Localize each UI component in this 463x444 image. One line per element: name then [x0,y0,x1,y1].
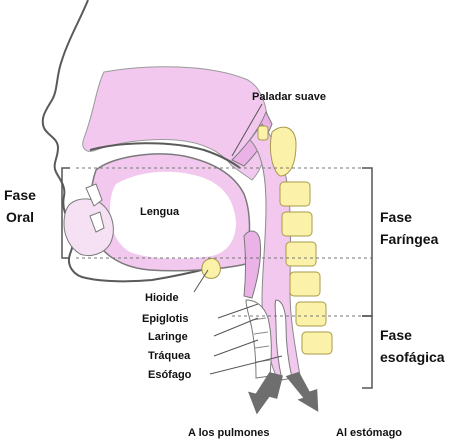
vertebra-2 [280,182,310,206]
phase-esofagica-subtitle: esofágica [380,349,445,365]
phase-esofagica-title: Fase [380,327,412,343]
label-paladar-suave: Paladar suave [252,91,326,103]
vertebra-6 [296,302,326,326]
pointer-traquea [214,340,258,356]
arrow-to-stomach [286,368,324,418]
label-lengua: Lengua [140,206,180,218]
label-al-estomago: Al estómago [336,427,402,439]
phase-oral-subtitle: Oral [6,209,34,225]
vertebra-7 [302,332,332,354]
vertebra-4 [286,242,316,266]
label-esofago: Esófago [148,369,192,381]
vertebra-3 [282,212,312,236]
label-traquea: Tráquea [148,350,191,362]
vertebra-spines [258,126,268,140]
phase-faringea-subtitle: Faríngea [380,231,439,247]
faringea-bracket [362,168,372,316]
esofagica-bracket [362,316,372,388]
mandible [64,199,113,256]
phase-oral-title: Fase [4,187,36,203]
epiglottis [244,231,261,298]
vertebra-1 [270,127,296,176]
label-epiglotis: Epiglotis [142,313,188,325]
phase-faringea-title: Fase [380,209,412,225]
label-a-los-pulmones: A los pulmones [188,427,270,439]
vertebra-5 [290,272,320,296]
label-hioide: Hioide [145,292,179,304]
label-laringe: Laringe [148,331,188,343]
pointer-hioide [194,270,208,292]
